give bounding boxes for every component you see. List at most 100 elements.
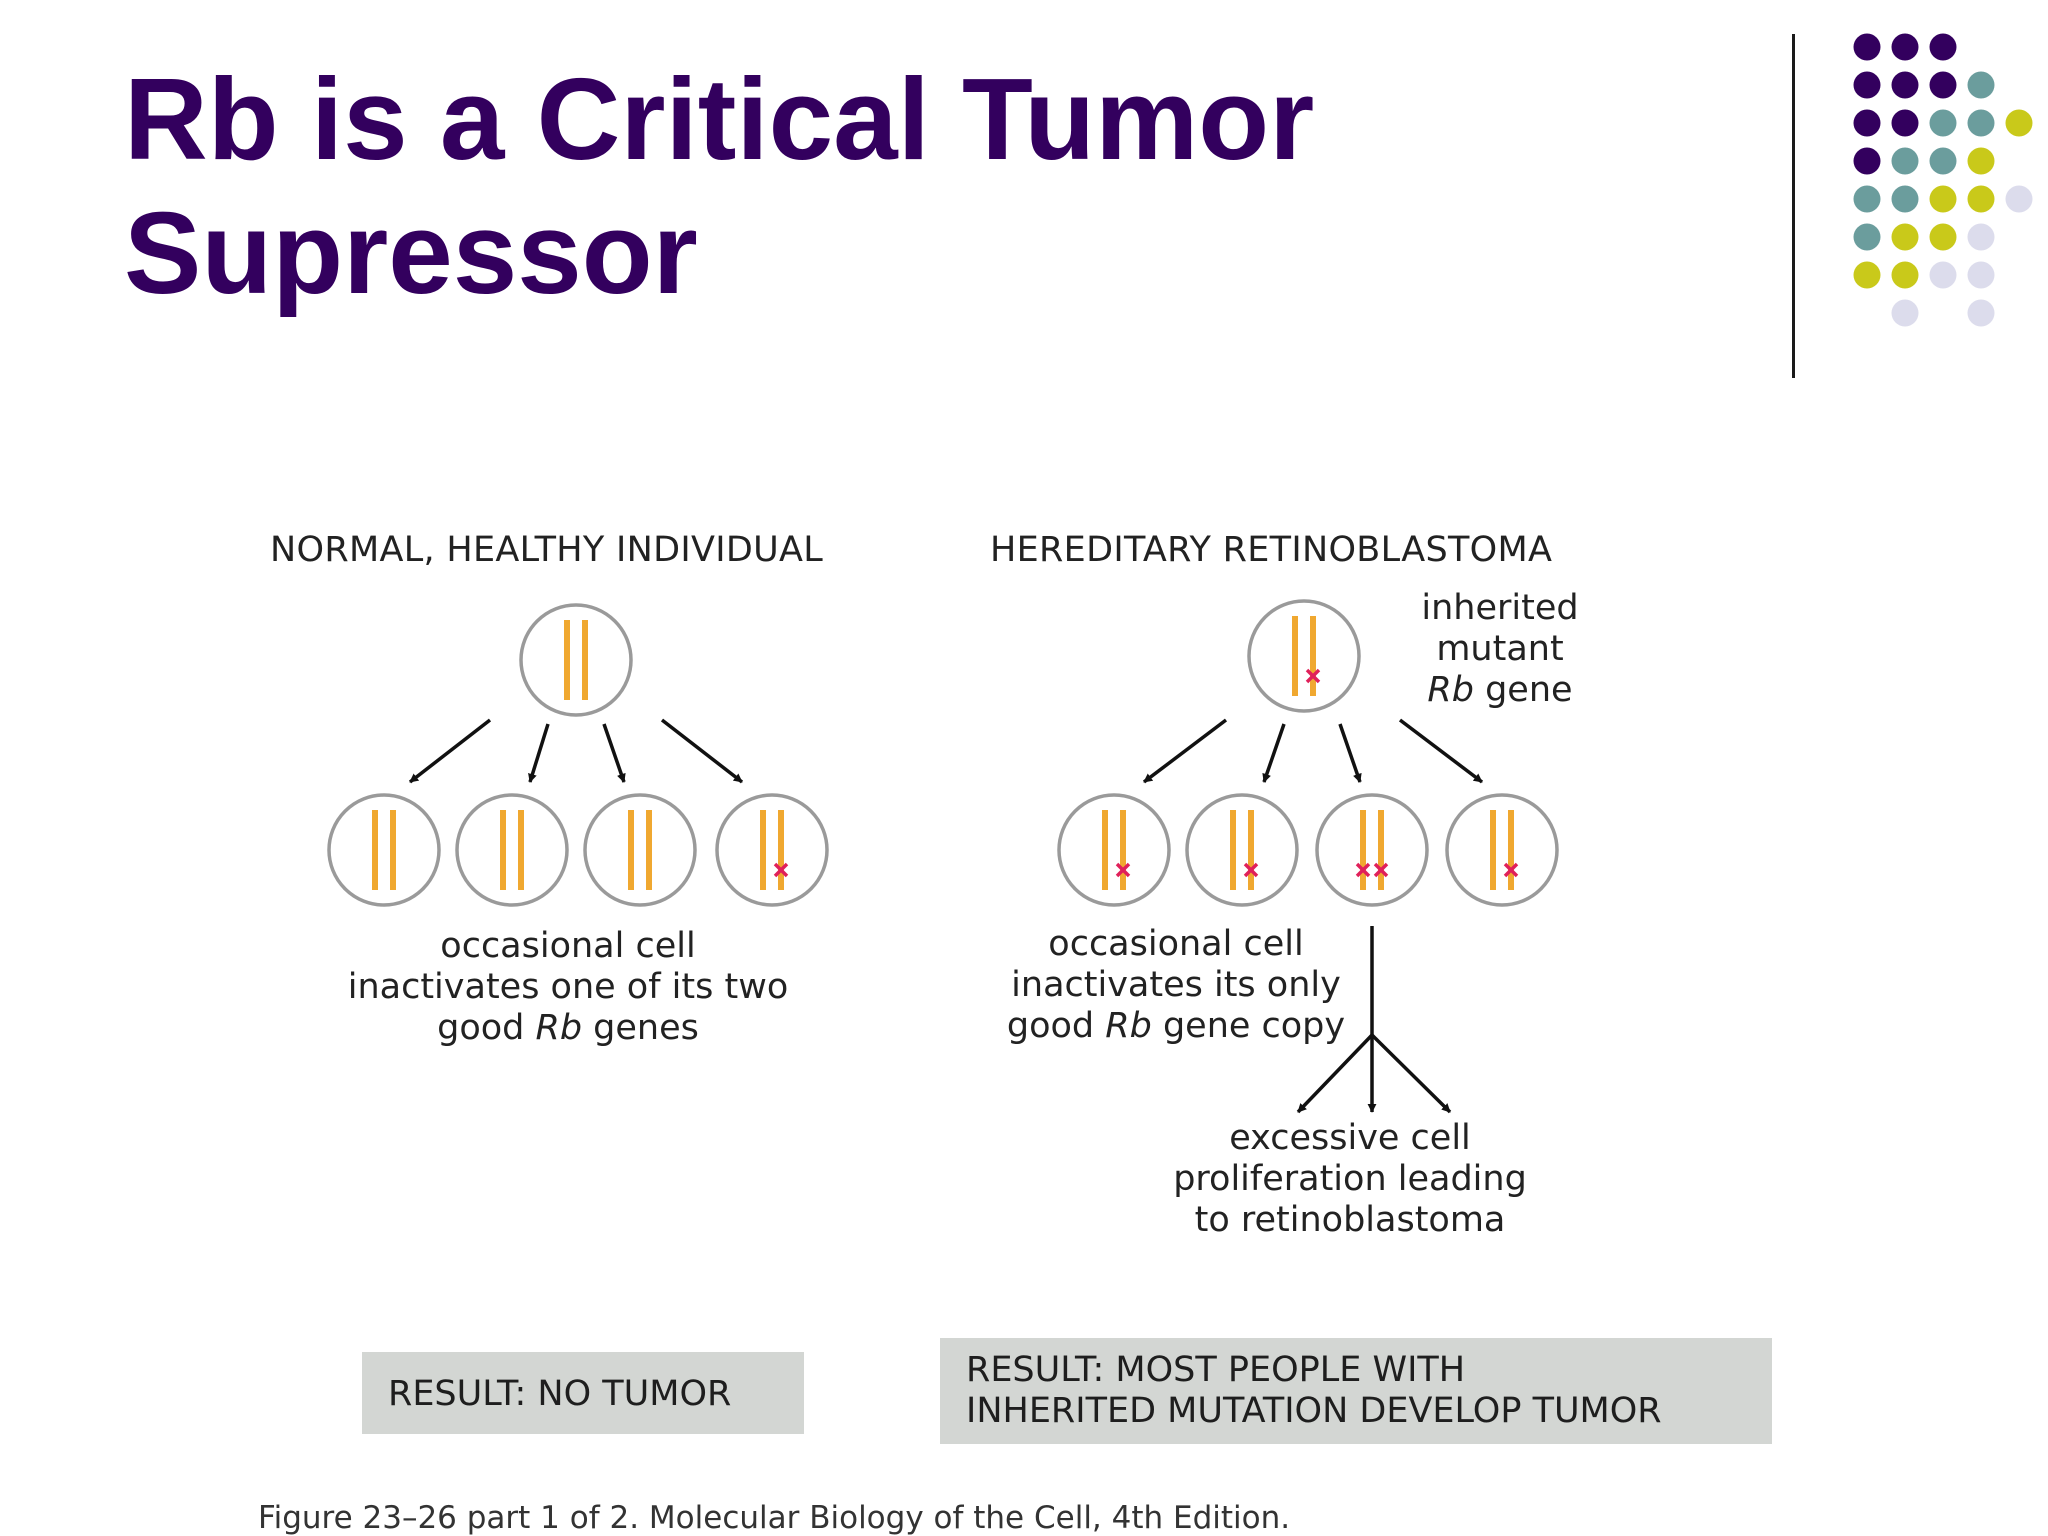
cell-membrane [1247, 599, 1361, 713]
decorative-dot [1891, 299, 1919, 327]
decorative-dot [1891, 71, 1919, 99]
left-result-text: RESULT: NO TUMOR [388, 1374, 732, 1414]
outcome-line-3: to retinoblastoma [1194, 1200, 1506, 1240]
division-arrow [528, 723, 550, 783]
daughter-cell-inherited [1445, 793, 1559, 907]
proliferation-arrow [1296, 1033, 1374, 1114]
cell-membrane [519, 603, 633, 717]
cell-membrane [1057, 793, 1171, 907]
decorative-dot [1853, 33, 1881, 61]
division-arrow [1338, 723, 1362, 783]
division-arrow [1398, 718, 1484, 784]
outcome-line-2: proliferation leading [1173, 1159, 1527, 1199]
decorative-dot [1967, 147, 1995, 175]
decorative-dot-grid [1853, 33, 2033, 327]
right-result-box: RESULT: MOST PEOPLE WITH INHERITED MUTAT… [940, 1338, 1772, 1444]
annotation-gene-suffix: gene [1473, 670, 1573, 710]
division-arrow [408, 718, 492, 784]
decorative-dot [1853, 261, 1881, 289]
mutation-cross-icon [1373, 862, 1389, 878]
annotation-line-3: Rb gene [1400, 670, 1600, 711]
left-caption-prefix: good [437, 1008, 536, 1048]
division-arrow [660, 718, 744, 784]
decorative-dot [2005, 185, 2033, 213]
annotation-line-2: mutant [1436, 629, 1564, 669]
outcome-caption: excessive cell proliferation leading to … [1150, 1118, 1550, 1241]
right-caption-prefix: good [1006, 1006, 1106, 1046]
daughter-cell-inherited [1057, 793, 1171, 907]
figure-caption: Figure 23–26 part 1 of 2. Molecular Biol… [258, 1500, 1291, 1536]
decorative-dot [1929, 71, 1957, 99]
daughter-cell-double-mutation [1315, 793, 1429, 907]
slide-title-line-1: Rb is a Critical Tumor [124, 54, 1315, 184]
decorative-dot [1929, 109, 1957, 137]
decorative-dot [1967, 261, 1995, 289]
decorative-dot [1853, 147, 1881, 175]
decorative-dot [1929, 33, 1957, 61]
daughter-cell-inherited [1185, 793, 1299, 907]
parent-cell-inherited-mutation [1247, 599, 1361, 713]
right-panel-caption: occasional cell inactivates its only goo… [966, 924, 1386, 1047]
cell-membrane [1185, 793, 1299, 907]
decorative-dot [1967, 223, 1995, 251]
cell-membrane [327, 793, 441, 907]
slide-title-line-2: Supressor [124, 188, 698, 318]
mutation-cross-icon [1243, 862, 1259, 878]
right-panel-heading: HEREDITARY RETINOBLASTOMA [990, 530, 1553, 570]
header-divider [1792, 34, 1795, 378]
outcome-line-1: excessive cell [1229, 1118, 1471, 1158]
right-caption-line-3: good Rb gene copy [966, 1006, 1386, 1047]
left-caption-gene-italic: Rb [535, 1008, 583, 1048]
decorative-dot [1853, 109, 1881, 137]
left-panel-heading: NORMAL, HEALTHY INDIVIDUAL [270, 530, 824, 570]
decorative-dot [1967, 71, 1995, 99]
slide-title: Rb is a Critical Tumor Supressor [124, 52, 1724, 320]
cell-membrane [1315, 793, 1429, 907]
daughter-cell-normal [455, 793, 569, 907]
decorative-dot [1929, 261, 1957, 289]
decorative-dot [2005, 109, 2033, 137]
daughter-cell-normal [327, 793, 441, 907]
mutation-cross-icon [1115, 862, 1131, 878]
right-caption-line-2: inactivates its only [1011, 965, 1341, 1005]
mutation-cross-icon [1305, 668, 1321, 684]
mutation-cross-icon [773, 862, 789, 878]
left-panel-caption: occasional cell inactivates one of its t… [318, 926, 818, 1049]
decorative-dot [1929, 223, 1957, 251]
annotation-line-1: inherited [1421, 588, 1579, 628]
decorative-dot [1891, 223, 1919, 251]
daughter-cell-normal [583, 793, 697, 907]
daughter-cell-mutated [715, 793, 829, 907]
right-result-line-1: RESULT: MOST PEOPLE WITH [966, 1350, 1466, 1390]
decorative-dot [1891, 147, 1919, 175]
decorative-dot [1967, 109, 1995, 137]
decorative-dot [1967, 299, 1995, 327]
decorative-dot [1929, 147, 1957, 175]
inherited-mutant-annotation: inherited mutant Rb gene [1400, 588, 1600, 711]
decorative-dot [1891, 185, 1919, 213]
decorative-dot [1853, 71, 1881, 99]
decorative-dot [1891, 33, 1919, 61]
annotation-gene-italic: Rb [1427, 670, 1474, 710]
left-caption-line-2: inactivates one of its two [347, 967, 789, 1007]
left-caption-line-1: occasional cell [440, 926, 696, 966]
decorative-dot [1929, 185, 1957, 213]
left-result-box: RESULT: NO TUMOR [362, 1352, 804, 1434]
cell-membrane [1445, 793, 1559, 907]
right-result-line-2: INHERITED MUTATION DEVELOP TUMOR [966, 1391, 1662, 1431]
cell-membrane [583, 793, 697, 907]
cell-membrane [455, 793, 569, 907]
division-arrow [1262, 723, 1286, 783]
right-caption-gene-italic: Rb [1105, 1006, 1152, 1046]
decorative-dot [1853, 223, 1881, 251]
right-caption-line-1: occasional cell [1048, 924, 1304, 964]
decorative-dot [1891, 261, 1919, 289]
left-caption-suffix: genes [582, 1008, 699, 1048]
right-caption-suffix: gene copy [1151, 1006, 1346, 1046]
mutation-cross-icon [1355, 862, 1371, 878]
division-arrow [1142, 718, 1228, 784]
left-caption-line-3: good Rb genes [318, 1008, 818, 1049]
division-arrow [602, 723, 626, 783]
proliferation-arrow [1370, 1033, 1452, 1114]
